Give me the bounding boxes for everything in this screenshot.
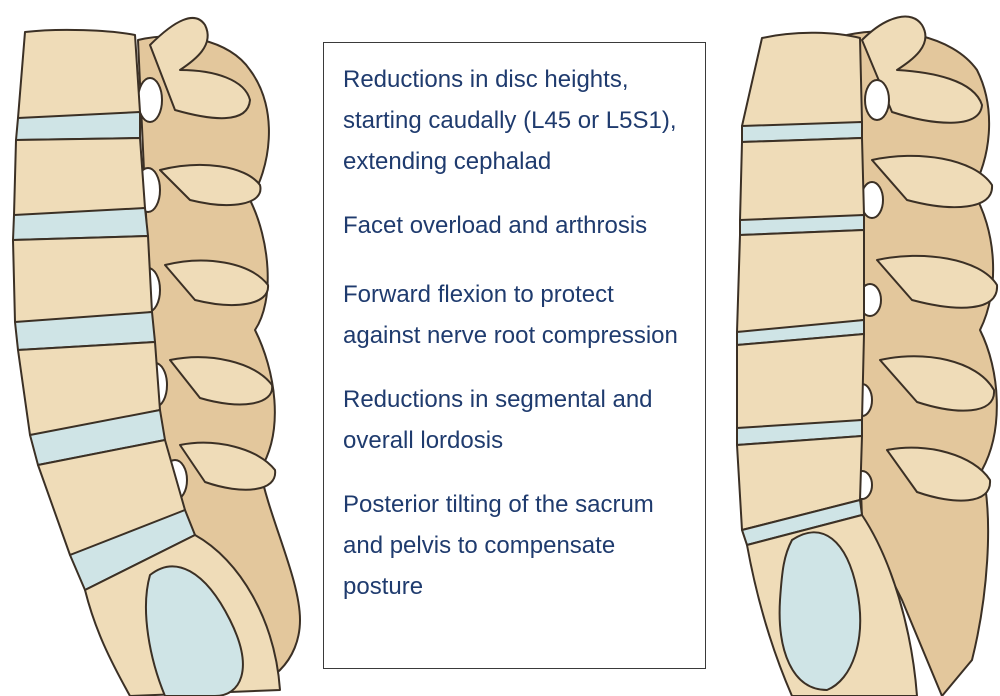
summary-item-posterior-tilt: Posterior tilting of the sacrum and pelv…	[343, 484, 691, 607]
foramen	[138, 78, 162, 122]
foramen	[865, 80, 889, 120]
vertebral-body	[14, 138, 145, 216]
vertebral-body	[737, 230, 864, 332]
summary-item-lordosis: Reductions in segmental and overall lord…	[343, 379, 691, 461]
summary-item-forward-flexion: Forward flexion to protect against nerve…	[343, 274, 691, 356]
degenerated-spine-illustration	[712, 0, 1000, 696]
vertebral-body	[742, 33, 862, 128]
summary-item-facet-overload: Facet overload and arthrosis	[343, 205, 691, 246]
vertebral-body	[13, 236, 152, 322]
vertebral-body	[18, 30, 140, 120]
healthy-spine-illustration	[0, 0, 330, 696]
summary-panel: Reductions in disc heights, starting cau…	[323, 42, 706, 669]
intervertebral-disc	[16, 112, 140, 140]
summary-item-disc-height: Reductions in disc heights, starting cau…	[343, 59, 691, 182]
vertebral-body	[737, 334, 864, 428]
vertebral-body	[740, 138, 864, 221]
